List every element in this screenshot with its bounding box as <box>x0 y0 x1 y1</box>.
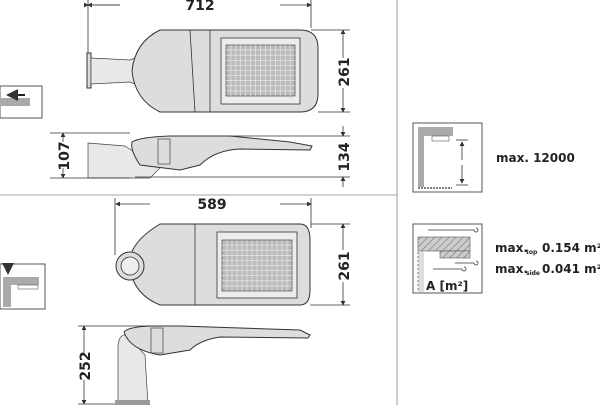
width-dimension: 589 <box>197 197 226 213</box>
wind-area-top: max. top 0.154 m² <box>495 241 600 256</box>
side-entry-mounting-icon <box>0 85 43 119</box>
top-subscript: top <box>526 249 538 256</box>
bracket-dimension: 107 <box>57 141 73 170</box>
side-view-side-entry: 107 134 <box>50 126 353 187</box>
post-top-mounting-icon <box>0 263 46 310</box>
side-view-post-top: 252 <box>78 325 311 405</box>
mounting-height-icon <box>412 122 483 193</box>
top-area-value: 0.154 m² <box>542 241 600 255</box>
top-view-side-entry: 712 261 <box>84 0 353 113</box>
depth-dimension: 261 <box>337 57 353 86</box>
wind-area-side: max. side 0.041 m² <box>495 262 600 277</box>
side-area-value: 0.041 m² <box>542 262 600 276</box>
width-dimension: 712 <box>185 0 214 14</box>
max-mounting-height: max. 12000 <box>496 151 575 165</box>
top-view-post-top: 589 261 <box>114 197 353 306</box>
side-subscript: side <box>526 270 540 277</box>
led-grid-lines <box>222 240 292 291</box>
led-grid-lines <box>226 45 295 96</box>
area-label: A [m²] <box>426 279 468 293</box>
height-dimension: 252 <box>78 351 94 380</box>
wind-area-icon: A [m²] <box>412 223 483 294</box>
side-prefix: max. <box>495 262 528 276</box>
height-dimension: 134 <box>337 142 353 171</box>
depth-dimension: 261 <box>337 251 353 280</box>
top-prefix: max. <box>495 241 528 255</box>
